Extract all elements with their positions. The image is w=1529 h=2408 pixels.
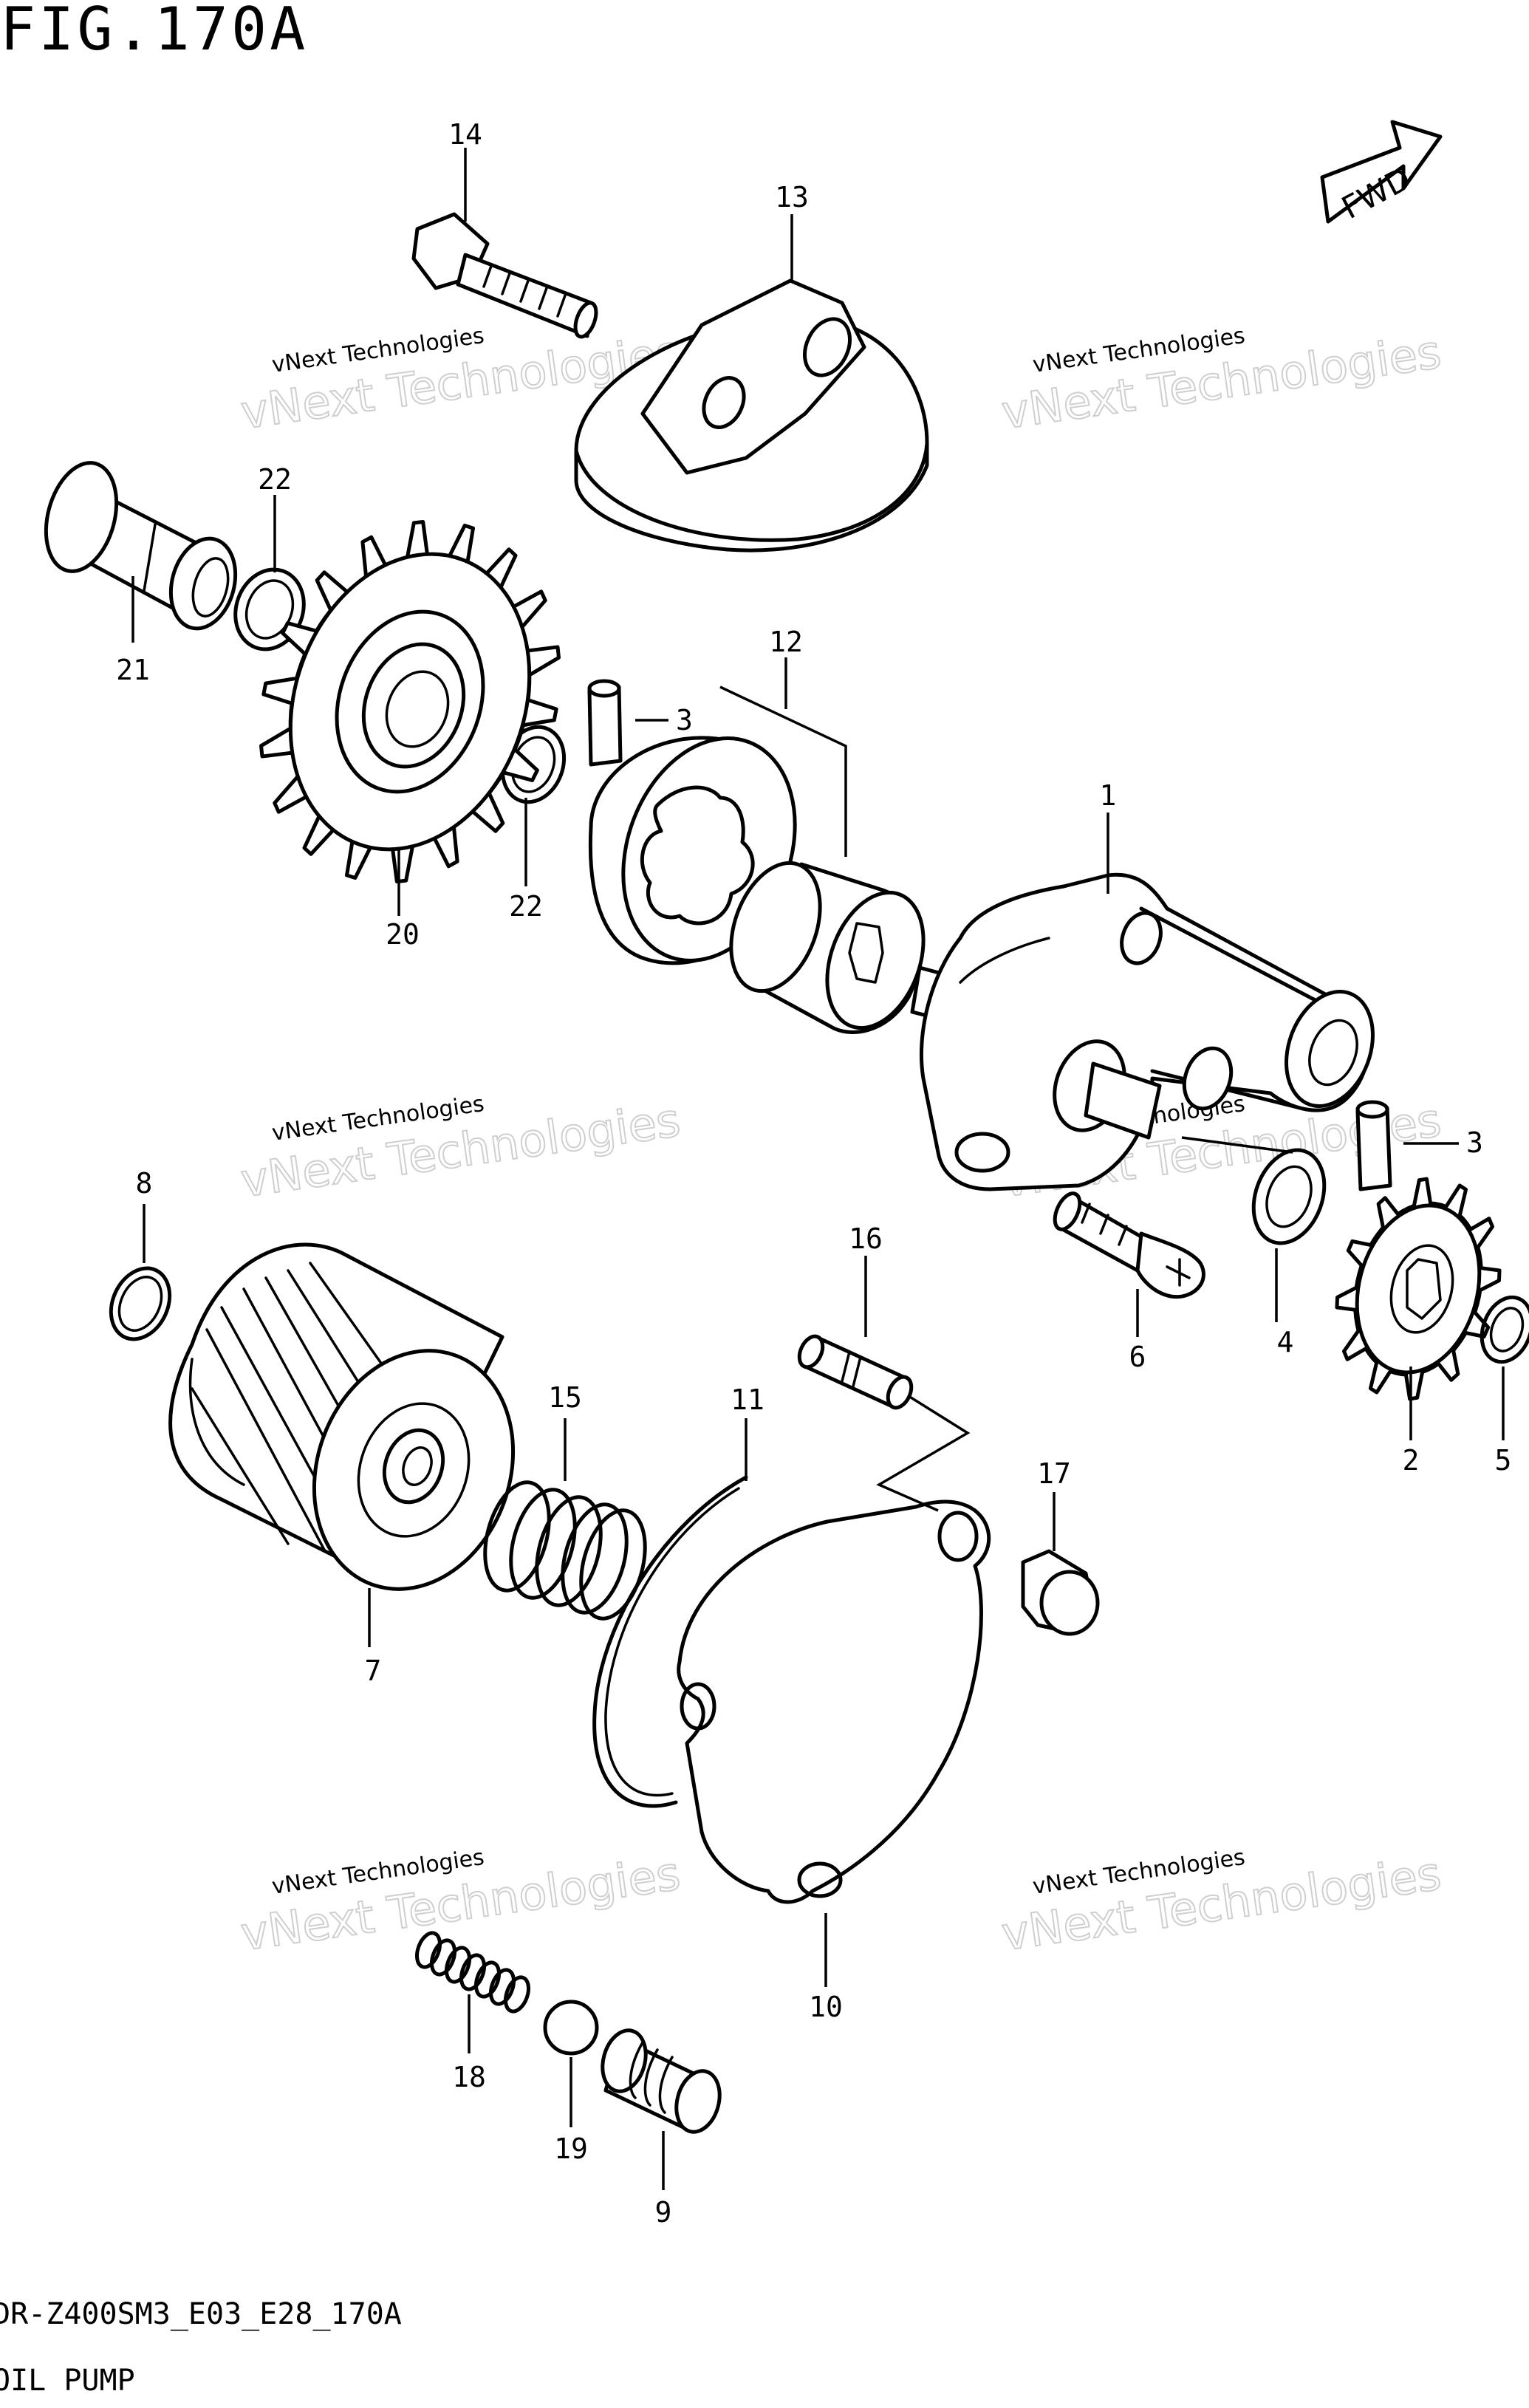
part-20-large-gear bbox=[259, 519, 561, 884]
callout-5: 5 bbox=[1495, 1444, 1512, 1477]
callout-11: 8 bbox=[136, 1167, 153, 1200]
part-6-screw bbox=[1053, 1191, 1205, 1299]
callout-17: 18 bbox=[452, 2061, 486, 2093]
part-19-plug bbox=[601, 2028, 722, 2134]
callout-6: 6 bbox=[1129, 1341, 1146, 1373]
part-8-cap bbox=[574, 278, 929, 553]
callout-16: 17 bbox=[1037, 1457, 1071, 1490]
part-11-o-ring bbox=[109, 1266, 172, 1341]
callout-20: 20 bbox=[386, 918, 420, 951]
part-16-cap-nut bbox=[1021, 1549, 1100, 1636]
part-3-pin-lower bbox=[1355, 1100, 1392, 1191]
part-21-shaft bbox=[44, 461, 238, 631]
arrow-right-icon bbox=[1320, 120, 1443, 224]
part-18-ball bbox=[543, 2000, 599, 2056]
part-3-pin-upper bbox=[587, 679, 623, 767]
part-9-bolt bbox=[411, 212, 598, 339]
callout-4: 4 bbox=[1277, 1326, 1294, 1358]
callout-14: 15 bbox=[548, 1381, 582, 1414]
callout-10: 7 bbox=[365, 1655, 382, 1687]
callout-3-upper: 3 bbox=[676, 704, 693, 736]
callout-18: 19 bbox=[554, 2132, 588, 2165]
fwd-badge: FWD bbox=[1320, 120, 1443, 226]
part-1-pump-body bbox=[910, 872, 1375, 1191]
callout-8: 13 bbox=[775, 181, 809, 213]
part-7-inner-rotor bbox=[729, 861, 926, 1034]
callout-22-lower: 22 bbox=[509, 890, 543, 923]
callout-21: 21 bbox=[116, 654, 150, 686]
callout-1: 1 bbox=[1100, 779, 1117, 812]
part-4-washer bbox=[1251, 1148, 1327, 1245]
leader-lines bbox=[131, 148, 1505, 2190]
callout-2: 2 bbox=[1403, 1444, 1420, 1477]
part-5-circlip bbox=[1480, 1295, 1529, 1364]
callout-12: 10 bbox=[809, 1991, 843, 2023]
part-13-gasket bbox=[592, 1475, 748, 1808]
drawing-code: DR-Z400SM3_E03_E28_170A bbox=[0, 2297, 402, 2331]
part-17-spring bbox=[414, 1931, 531, 2014]
callout-numbers: 14 13 22 21 3 12 1 20 22 3 4 6 2 5 8 7 1… bbox=[116, 118, 1511, 2229]
part-2-small-gear bbox=[1335, 1177, 1502, 1401]
part-14-spring bbox=[483, 1480, 647, 1621]
callout-13: 11 bbox=[731, 1383, 764, 1416]
diagram-caption: OIL PUMP bbox=[0, 2364, 135, 2398]
callout-7: 12 bbox=[769, 626, 803, 658]
part-15-dowel bbox=[797, 1334, 914, 1410]
callout-15: 16 bbox=[849, 1222, 883, 1255]
part-10-oil-filter bbox=[168, 1242, 516, 1591]
callout-3-lower: 3 bbox=[1466, 1126, 1483, 1159]
callout-19: 9 bbox=[655, 2196, 672, 2229]
part-12-pump-cover bbox=[677, 1499, 991, 1904]
callout-22-upper: 22 bbox=[258, 463, 292, 496]
part-22-circlip-upper bbox=[233, 567, 306, 651]
figure-title: FIG.170A bbox=[0, 0, 309, 64]
callout-9: 14 bbox=[448, 118, 482, 151]
